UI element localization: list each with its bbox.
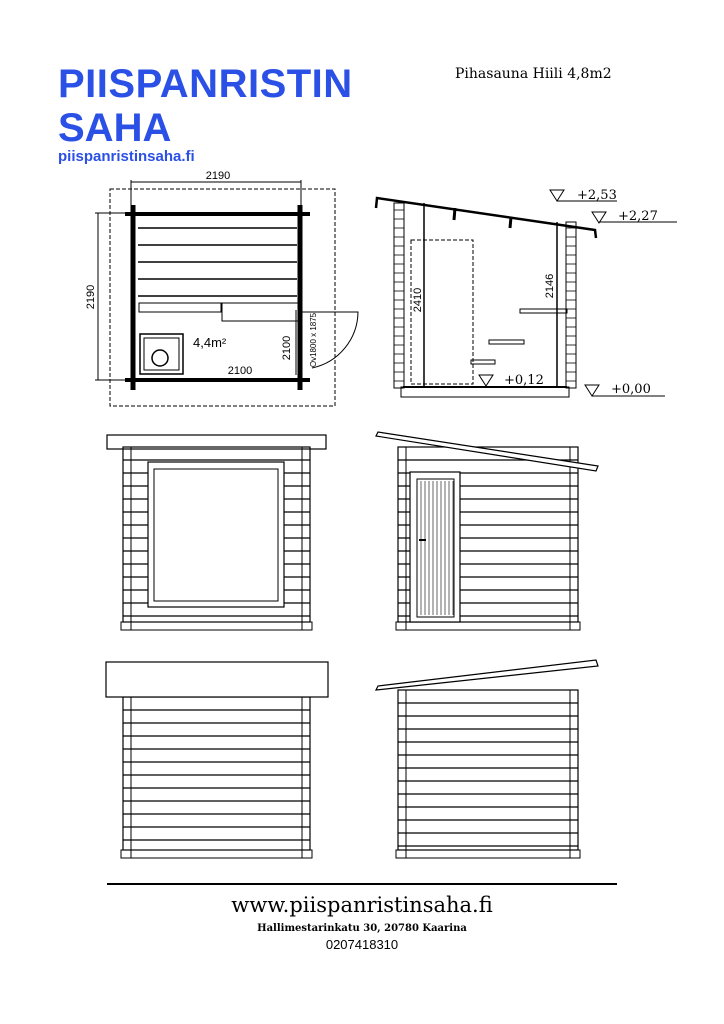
drawing-title: Pihasauna Hiili 4,8m2 xyxy=(455,66,612,82)
door xyxy=(409,471,461,623)
floor-plan: 2190 2190 2100 2100 4,4m² Ov1800 x 1875 xyxy=(85,170,359,407)
footer-phone: 0207418310 xyxy=(325,937,399,952)
level-227: +2,27 xyxy=(618,209,658,224)
section-height-left: 2410 xyxy=(412,288,424,312)
plan-width-dim: 2190 xyxy=(206,170,230,182)
level-253: +2,53 xyxy=(577,188,617,203)
front-elevation xyxy=(106,434,327,631)
footer-address: Hallimestarinkatu 30, 20780 Kaarina xyxy=(257,923,467,934)
plan-depth-dim: 2190 xyxy=(85,285,97,309)
elevations xyxy=(105,431,599,859)
plan-inner-depth: 2100 xyxy=(281,336,293,360)
level-000: +0,00 xyxy=(611,382,651,397)
plan-door-size: Ov1800 x 1875 xyxy=(309,312,318,367)
logo-line-1: PIISPANRISTIN xyxy=(58,62,353,106)
back-elevation xyxy=(105,661,329,859)
logo-line-2: SAHA xyxy=(58,106,172,150)
stove-icon xyxy=(151,349,169,367)
footer-url[interactable]: www.piispanristinsaha.fi xyxy=(231,893,493,917)
logo-url: piispanristinsaha.fi xyxy=(58,148,195,165)
window xyxy=(147,461,285,608)
section-height-right: 2146 xyxy=(544,274,556,298)
plan-inner-width: 2100 xyxy=(228,365,252,377)
door-swing-icon xyxy=(300,311,359,369)
side-elevation xyxy=(374,659,599,859)
door-side-elevation xyxy=(375,431,599,631)
section-view: 2410 2146 +2,53 +2,27 +0,12 +0,00 xyxy=(374,188,677,398)
level-marker-icons xyxy=(478,189,607,397)
plan-area: 4,4m² xyxy=(193,335,227,350)
level-012: +0,12 xyxy=(504,373,544,388)
